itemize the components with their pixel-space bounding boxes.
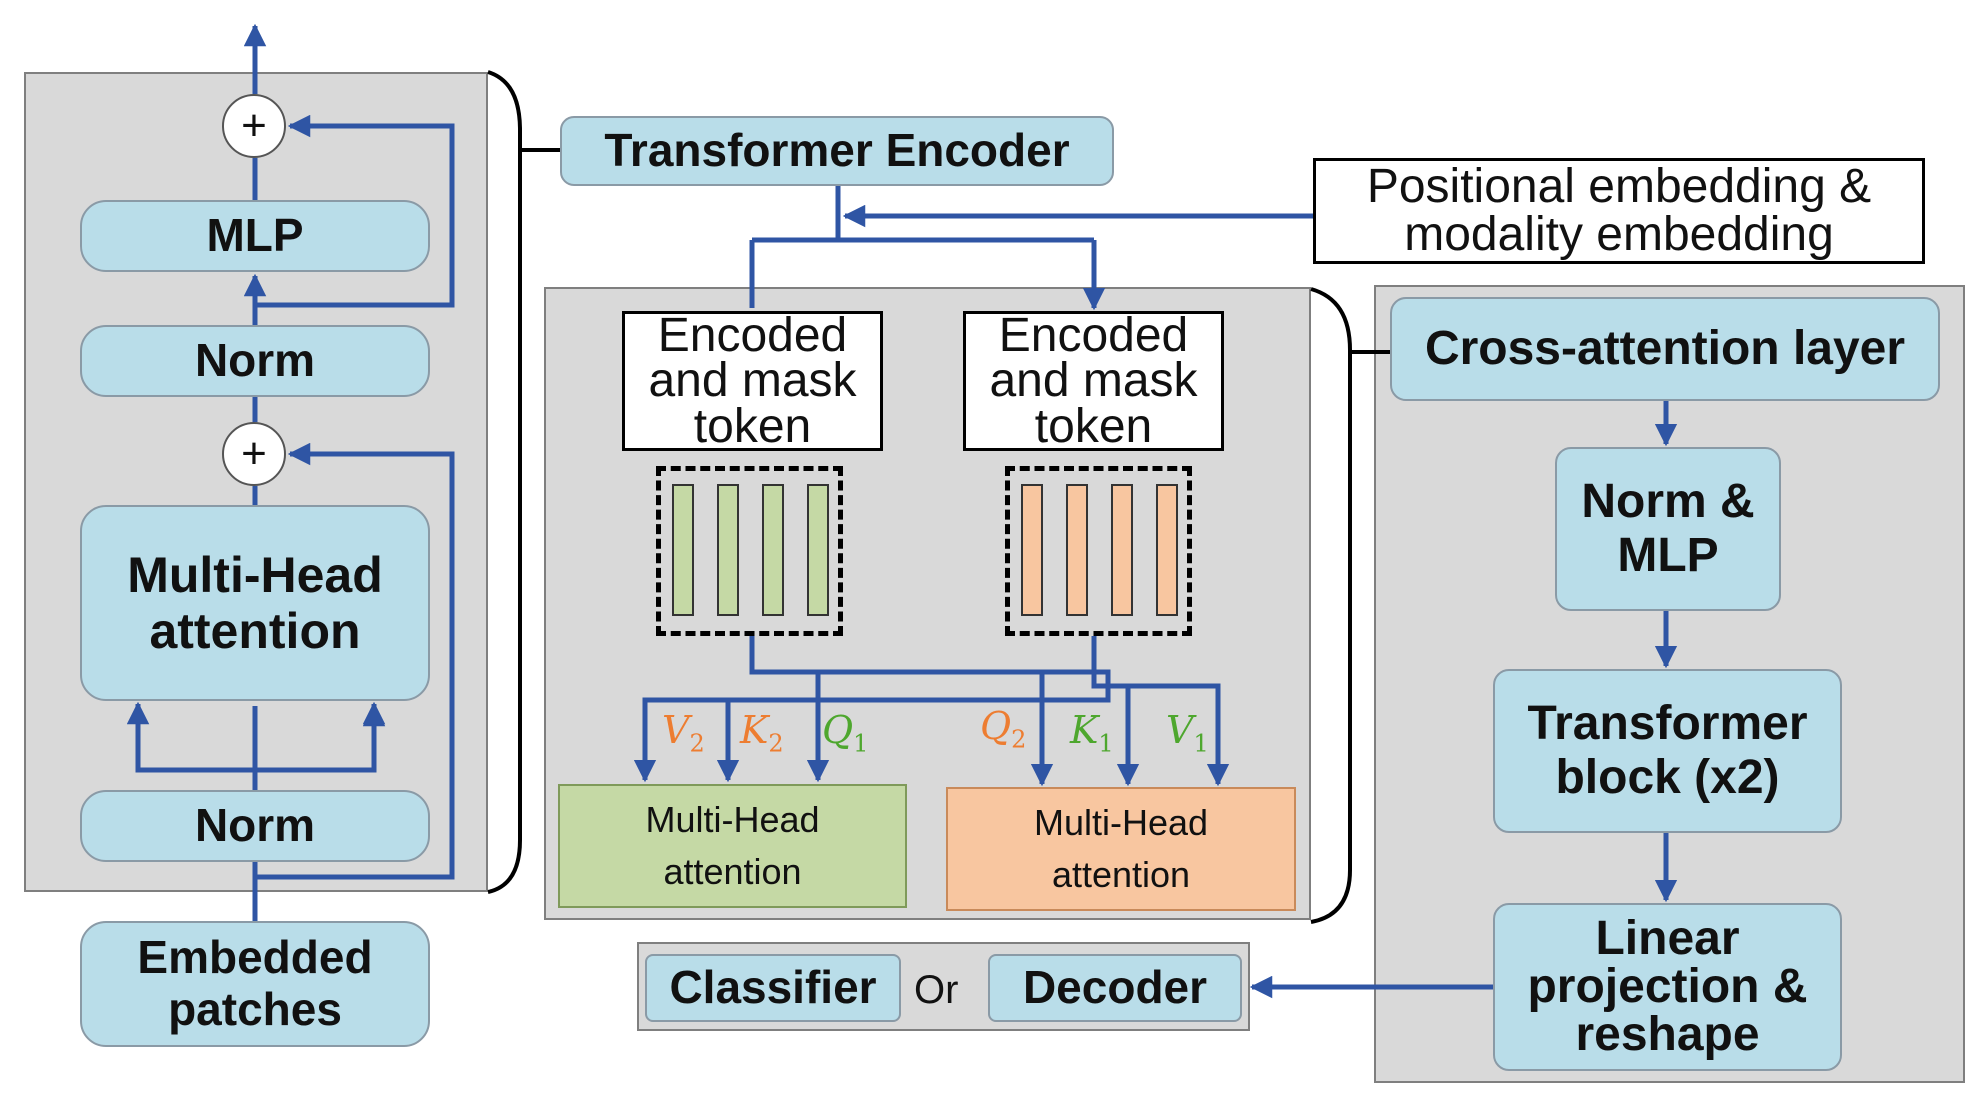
encoded-token-box-left: Encoded and mask token	[622, 311, 883, 451]
label-v2-sub: 2	[689, 729, 705, 758]
wire-residual-top	[255, 114, 455, 308]
label-k2-sub: 2	[768, 729, 784, 758]
transformer-encoder-label: Transformer Encoder	[560, 116, 1114, 186]
label-q1: Q1	[822, 708, 868, 758]
brace-right	[1310, 287, 1390, 924]
label-q2-sym: Q	[980, 704, 1012, 748]
label-v1-sub: 1	[1193, 729, 1209, 758]
label-v1-sym: V	[1166, 708, 1194, 752]
label-q2-sub: 2	[1011, 725, 1027, 754]
embedded-patches-box: Embedded patches	[80, 921, 430, 1047]
brace-left	[487, 70, 560, 894]
linear-projection-box: Linear projection & reshape	[1493, 903, 1842, 1071]
cross-attention-layer-box: Cross-attention layer	[1390, 297, 1940, 401]
token-right-3	[1111, 484, 1133, 616]
label-k1-sym: K	[1070, 708, 1099, 752]
norm-bottom-box: Norm	[80, 790, 430, 862]
wire-residual-bottom	[255, 442, 455, 880]
wire-green-bus	[633, 636, 1111, 783]
wire-qkv-split	[135, 706, 374, 790]
label-q1-sym: Q	[822, 708, 854, 752]
token-right-1	[1021, 484, 1043, 616]
label-v2: V2	[662, 708, 705, 758]
mlp-box: MLP	[80, 200, 430, 272]
positional-embedding-box: Positional embedding & modality embeddin…	[1313, 158, 1925, 264]
residual-add-bottom: +	[222, 422, 286, 486]
mha-left-box: Multi-Head attention	[558, 784, 907, 908]
encoded-token-box-right: Encoded and mask token	[963, 311, 1224, 451]
token-group-right	[1005, 466, 1192, 636]
norm-top-box: Norm	[80, 325, 430, 397]
residual-add-top: +	[222, 94, 286, 158]
wire-split	[749, 237, 1094, 308]
or-text: Or	[914, 968, 959, 1012]
label-v1: V1	[1166, 708, 1209, 758]
label-k2-sym: K	[740, 708, 769, 752]
label-k1-sub: 1	[1098, 729, 1114, 758]
label-q1-sub: 1	[853, 729, 869, 758]
token-right-2	[1066, 484, 1088, 616]
classifier-box: Classifier	[645, 954, 901, 1022]
token-left-4	[807, 484, 829, 616]
token-group-left	[656, 466, 843, 636]
label-k1: K1	[1070, 708, 1114, 758]
token-left-1	[672, 484, 694, 616]
decoder-box: Decoder	[988, 954, 1242, 1022]
transformer-block-box: Transformer block (x2)	[1493, 669, 1842, 833]
label-v2-sym: V	[662, 708, 690, 752]
token-right-4	[1156, 484, 1178, 616]
label-k2: K2	[740, 708, 784, 758]
norm-mlp-box: Norm & MLP	[1555, 447, 1781, 611]
token-left-3	[762, 484, 784, 616]
wire-orange-bus	[1091, 636, 1230, 787]
mha-right-box: Multi-Head attention	[946, 787, 1296, 911]
label-q2: Q2	[980, 704, 1026, 754]
mha-box: Multi-Head attention	[80, 505, 430, 701]
token-left-2	[717, 484, 739, 616]
